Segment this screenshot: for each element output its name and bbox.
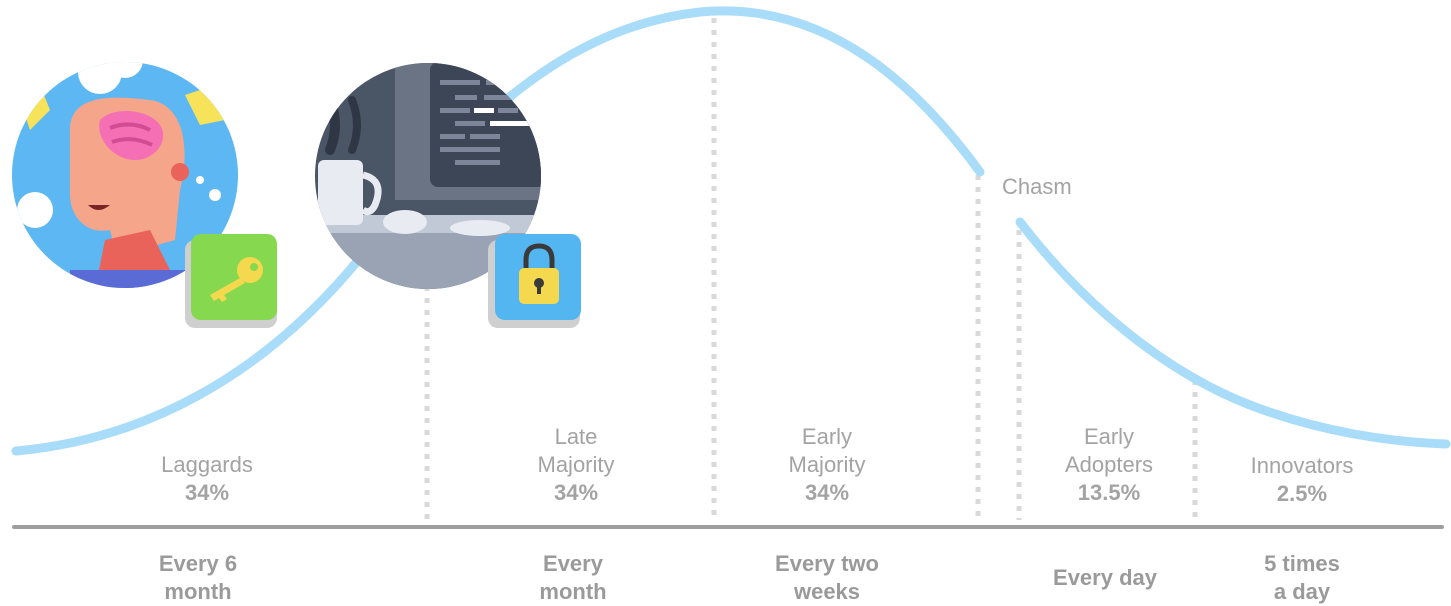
key-icon [185,234,277,328]
computer-coffee-icon [315,63,541,289]
frequency-early-majority: Every two weeks [775,551,879,604]
segment-name: Innovators [1250,453,1354,478]
segment-early-majority: Early Majority 34% [788,423,865,507]
segment-late-majority: Late Majority 34% [537,423,614,507]
segment-percent: 34% [184,480,230,505]
segment-name: Laggards [161,452,253,477]
frequency-laggards: Every 6 month [158,551,238,604]
segment-percent: 34% [553,480,599,505]
segment-percent: 13.5% [1077,480,1141,505]
person-thinking-icon [12,62,238,288]
chasm-label: Chasm [1002,174,1072,199]
adoption-curve-right [1015,217,1451,449]
frequency-innovators: 5 times a day [1264,551,1340,604]
frequency-late-majority: Every month [539,551,607,604]
segment-percent: 2.5% [1276,481,1328,506]
segment-percent: 34% [804,480,850,505]
segment-name: Early Adopters [1064,424,1154,477]
segment-early-adopters: Early Adopters 13.5% [1065,423,1153,507]
segment-name: Early Majority [788,424,866,477]
segment-laggards: Laggards 34% [161,451,253,507]
frequency-early-adopters: Every day [1053,565,1157,590]
padlock-icon [488,234,581,328]
segment-innovators: Innovators 2.5% [1251,452,1354,508]
segment-name: Late Majority [537,424,615,477]
